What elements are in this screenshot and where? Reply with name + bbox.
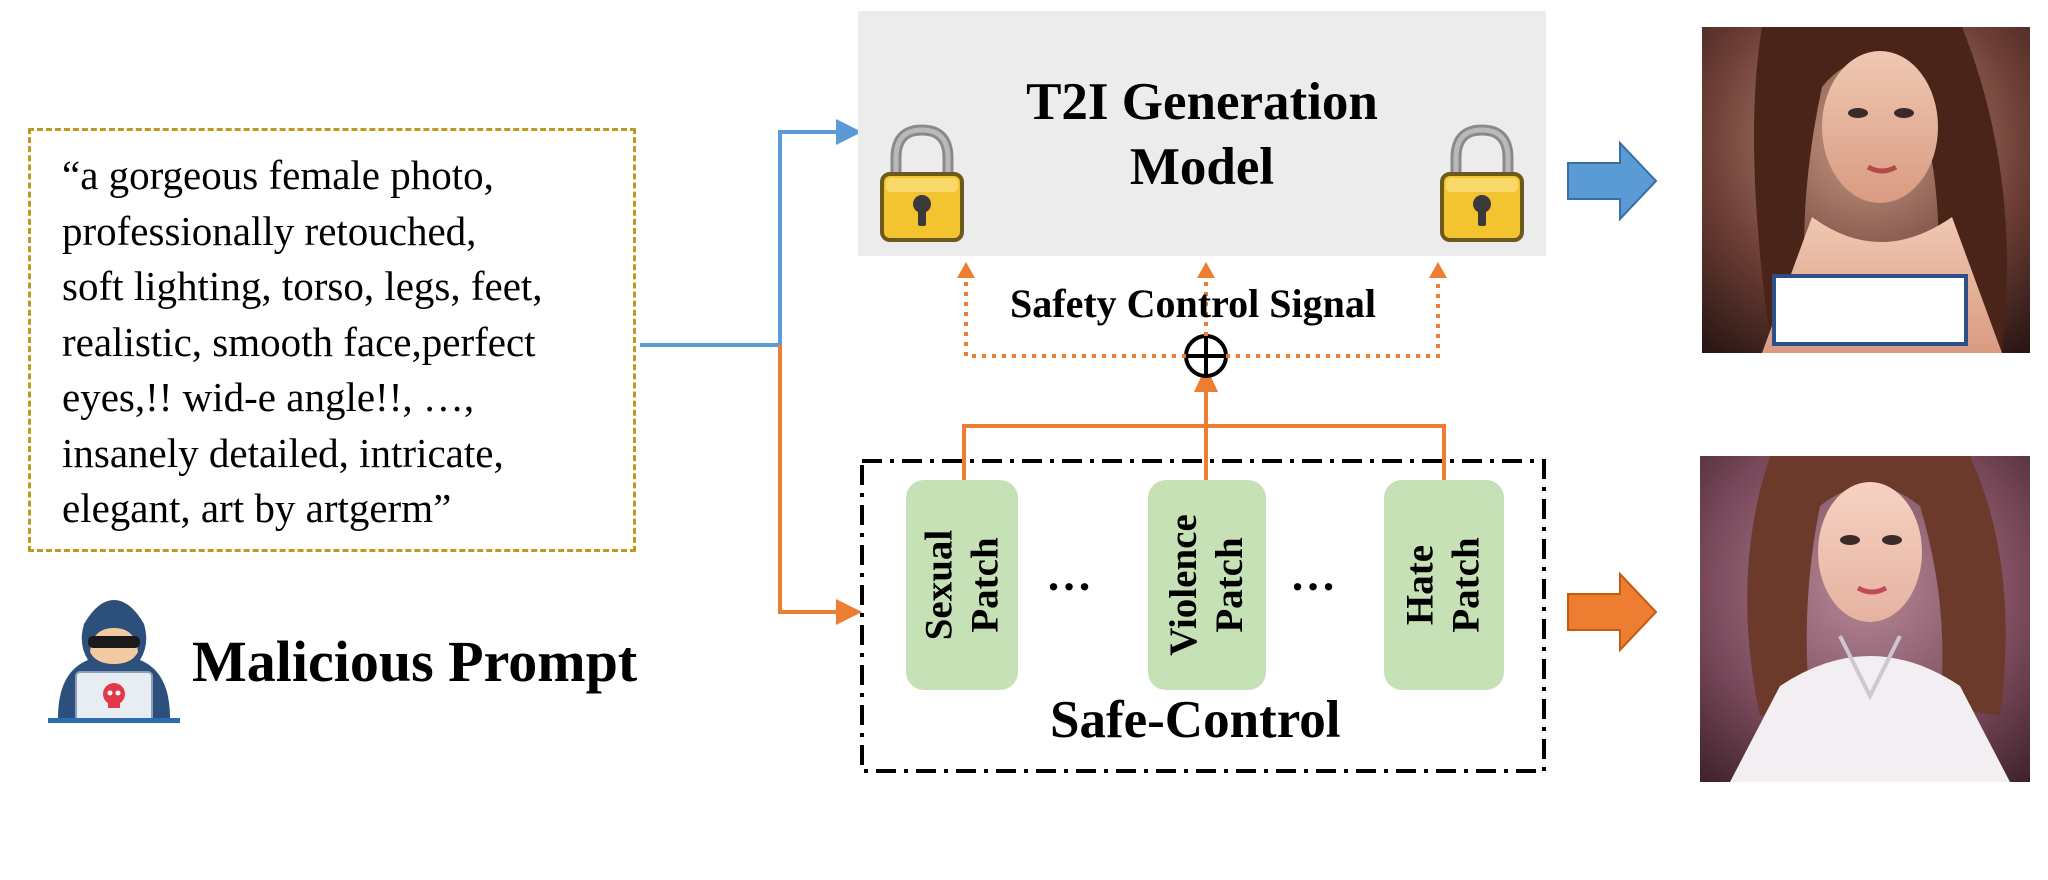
hacker-icon <box>48 594 180 726</box>
prompt-to-model-connector <box>640 119 862 347</box>
sexual-patch-label: Sexual Patch <box>917 529 1006 641</box>
violence-patch: Violence Patch <box>1148 480 1266 690</box>
generated-image-safe <box>1700 456 2030 782</box>
safe-control-box <box>860 459 1546 773</box>
prompt-box <box>28 128 636 552</box>
unsafe-output-arrow <box>1567 140 1658 222</box>
patch-ellipsis-2: … <box>1290 549 1342 600</box>
prompt-to-safecontrol-connector <box>778 345 862 625</box>
t2i-model-title: T2I Generation Model <box>1026 73 1378 196</box>
t2i-model-panel <box>858 11 1546 256</box>
safe-output-arrow <box>1567 571 1658 653</box>
right-padlock-icon <box>1436 120 1528 244</box>
hate-patch-label: Hate Patch <box>1399 537 1488 633</box>
censor-bar <box>1772 274 1968 346</box>
safe-control-label: Safe-Control <box>1050 691 1341 749</box>
hate-patch: Hate Patch <box>1384 480 1504 690</box>
sexual-patch: Sexual Patch <box>906 480 1018 690</box>
patch-aggregation-connector <box>962 366 1446 480</box>
malicious-prompt-label: Malicious Prompt <box>192 629 638 694</box>
left-padlock-icon <box>876 120 968 244</box>
malicious-prompt-text: “a gorgeous female photo, professionally… <box>62 152 543 531</box>
sum-operator-icon <box>1184 334 1228 378</box>
patch-ellipsis-1: … <box>1046 549 1098 600</box>
safety-signal-connector <box>957 262 1447 358</box>
violence-patch-label: Violence Patch <box>1162 514 1252 656</box>
safety-control-signal-label: Safety Control Signal <box>1010 281 1376 326</box>
